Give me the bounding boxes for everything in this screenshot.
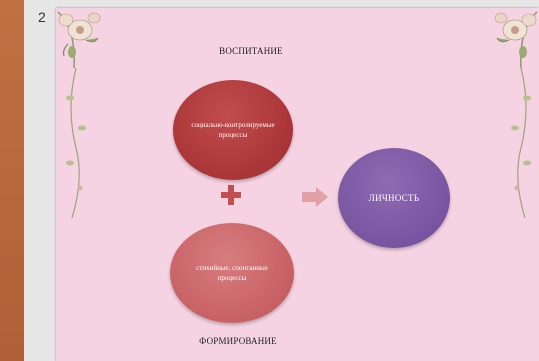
plus-icon bbox=[221, 185, 241, 205]
slide-number: 2 bbox=[38, 9, 46, 25]
formation-label: ФОРМИРОВАНИЕ bbox=[199, 336, 277, 346]
controlled-processes-circle[interactable]: социально-контролируемые процессы bbox=[173, 80, 293, 180]
personality-text: ЛИЧНОСТЬ bbox=[368, 193, 420, 203]
upbringing-label: ВОСПИТАНИЕ bbox=[219, 46, 283, 56]
floral-vine-left-icon bbox=[66, 68, 86, 218]
spontaneous-processes-text: стихийные, спонтанные процессы bbox=[196, 264, 268, 282]
floral-vine-right-icon bbox=[511, 68, 531, 218]
slide-thumbnail-strip bbox=[0, 0, 24, 361]
floral-corner-right-icon bbox=[494, 11, 538, 69]
personality-circle[interactable]: ЛИЧНОСТЬ bbox=[338, 148, 450, 248]
controlled-processes-text: социально-контролируемые процессы bbox=[191, 121, 275, 139]
slide-canvas[interactable]: ВОСПИТАНИЕ социально-контролируемые проц… bbox=[56, 8, 539, 361]
arrow-right-icon bbox=[302, 187, 328, 207]
spontaneous-processes-circle[interactable]: стихийные, спонтанные процессы bbox=[170, 223, 294, 323]
floral-corner-left-icon bbox=[57, 11, 101, 69]
